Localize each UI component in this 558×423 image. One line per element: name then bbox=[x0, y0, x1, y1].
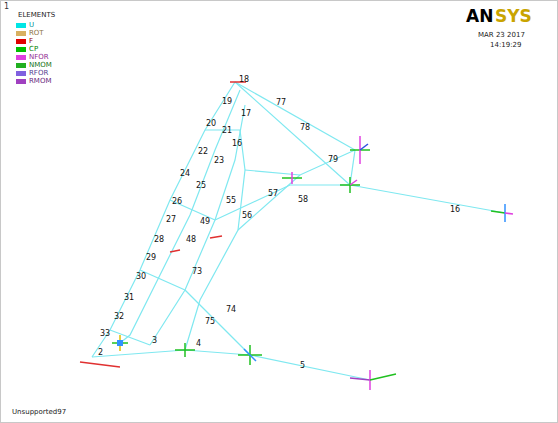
element-number: 55 bbox=[226, 197, 236, 205]
element-number: 16 bbox=[450, 206, 460, 214]
legend-text: RFOR bbox=[29, 70, 48, 77]
element-number: 57 bbox=[268, 190, 278, 198]
legend-entry: RMOM bbox=[16, 78, 51, 85]
element-number: 79 bbox=[328, 156, 338, 164]
legend-swatch bbox=[16, 71, 26, 76]
beam-elements bbox=[92, 82, 505, 380]
legend-swatch bbox=[16, 63, 26, 68]
element-number: 31 bbox=[124, 294, 134, 302]
element-number: 19 bbox=[222, 98, 232, 106]
support-symbols bbox=[80, 82, 513, 390]
element-number: 4 bbox=[196, 340, 201, 348]
element-number: 26 bbox=[172, 198, 182, 206]
element-number: 77 bbox=[276, 99, 286, 107]
element-number: 5 bbox=[300, 362, 305, 370]
element-number: 74 bbox=[226, 306, 236, 314]
legend-entry: RFOR bbox=[16, 70, 48, 77]
legend-swatch bbox=[16, 39, 26, 44]
element-number: 73 bbox=[192, 268, 202, 276]
legend-entry: NFOR bbox=[16, 54, 49, 61]
element-number: 32 bbox=[114, 313, 124, 321]
legend-text: U bbox=[29, 22, 34, 29]
legend-text: NFOR bbox=[29, 54, 49, 61]
legend-entry: U bbox=[16, 22, 34, 29]
legend-swatch bbox=[16, 55, 26, 60]
legend-text: CP bbox=[29, 46, 38, 53]
plot-annotation: SYS bbox=[495, 8, 532, 25]
legend-entry: F bbox=[16, 38, 33, 45]
plot-annotation: 1 bbox=[4, 3, 9, 11]
element-number: 28 bbox=[154, 236, 164, 244]
element-number: 25 bbox=[196, 182, 206, 190]
plot-annotation: ELEMENTS bbox=[18, 12, 55, 19]
element-number: 27 bbox=[166, 216, 176, 224]
element-number: 16 bbox=[232, 140, 242, 148]
element-number: 49 bbox=[200, 218, 210, 226]
element-number: 78 bbox=[300, 124, 310, 132]
element-number: 29 bbox=[146, 254, 156, 262]
legend-entry: CP bbox=[16, 46, 38, 53]
plot-annotation: AN bbox=[466, 8, 493, 25]
legend-text: F bbox=[29, 38, 33, 45]
element-number: 18 bbox=[239, 76, 249, 84]
plot-annotation: MAR 23 2017 bbox=[478, 32, 525, 39]
element-number: 23 bbox=[214, 157, 224, 165]
element-number: 75 bbox=[205, 318, 215, 326]
legend-text: ROT bbox=[29, 30, 44, 37]
element-number: 24 bbox=[180, 170, 190, 178]
element-number: 33 bbox=[100, 330, 110, 338]
element-number: 20 bbox=[206, 120, 216, 128]
legend-swatch bbox=[16, 31, 26, 36]
element-number: 17 bbox=[241, 110, 251, 118]
element-number: 3 bbox=[152, 337, 157, 345]
element-number: 58 bbox=[298, 196, 308, 204]
plot-annotation: Unsupported97 bbox=[12, 409, 66, 416]
plot-annotation: 14:19:29 bbox=[490, 42, 521, 49]
legend-text: NMOM bbox=[29, 62, 52, 69]
element-number: 2 bbox=[98, 349, 103, 357]
element-number: 48 bbox=[186, 236, 196, 244]
legend-entry: ROT bbox=[16, 30, 44, 37]
element-number: 56 bbox=[242, 212, 252, 220]
legend-entry: NMOM bbox=[16, 62, 52, 69]
legend-swatch bbox=[16, 23, 26, 28]
legend-swatch bbox=[16, 47, 26, 52]
element-number: 30 bbox=[136, 273, 146, 281]
legend-swatch bbox=[16, 79, 26, 84]
element-number: 22 bbox=[198, 148, 208, 156]
element-number: 21 bbox=[222, 127, 232, 135]
legend-text: RMOM bbox=[29, 78, 51, 85]
